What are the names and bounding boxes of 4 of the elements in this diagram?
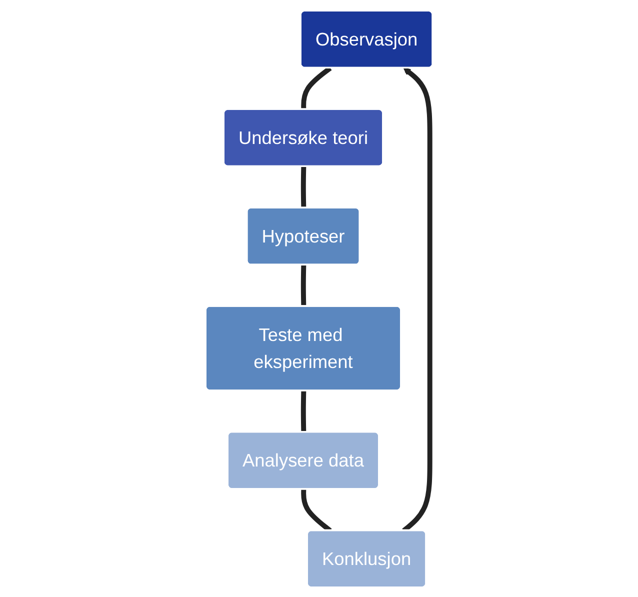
- connector: [300, 264, 306, 306]
- connector: [301, 66, 332, 110]
- connector: [300, 390, 306, 432]
- connector: [300, 166, 306, 208]
